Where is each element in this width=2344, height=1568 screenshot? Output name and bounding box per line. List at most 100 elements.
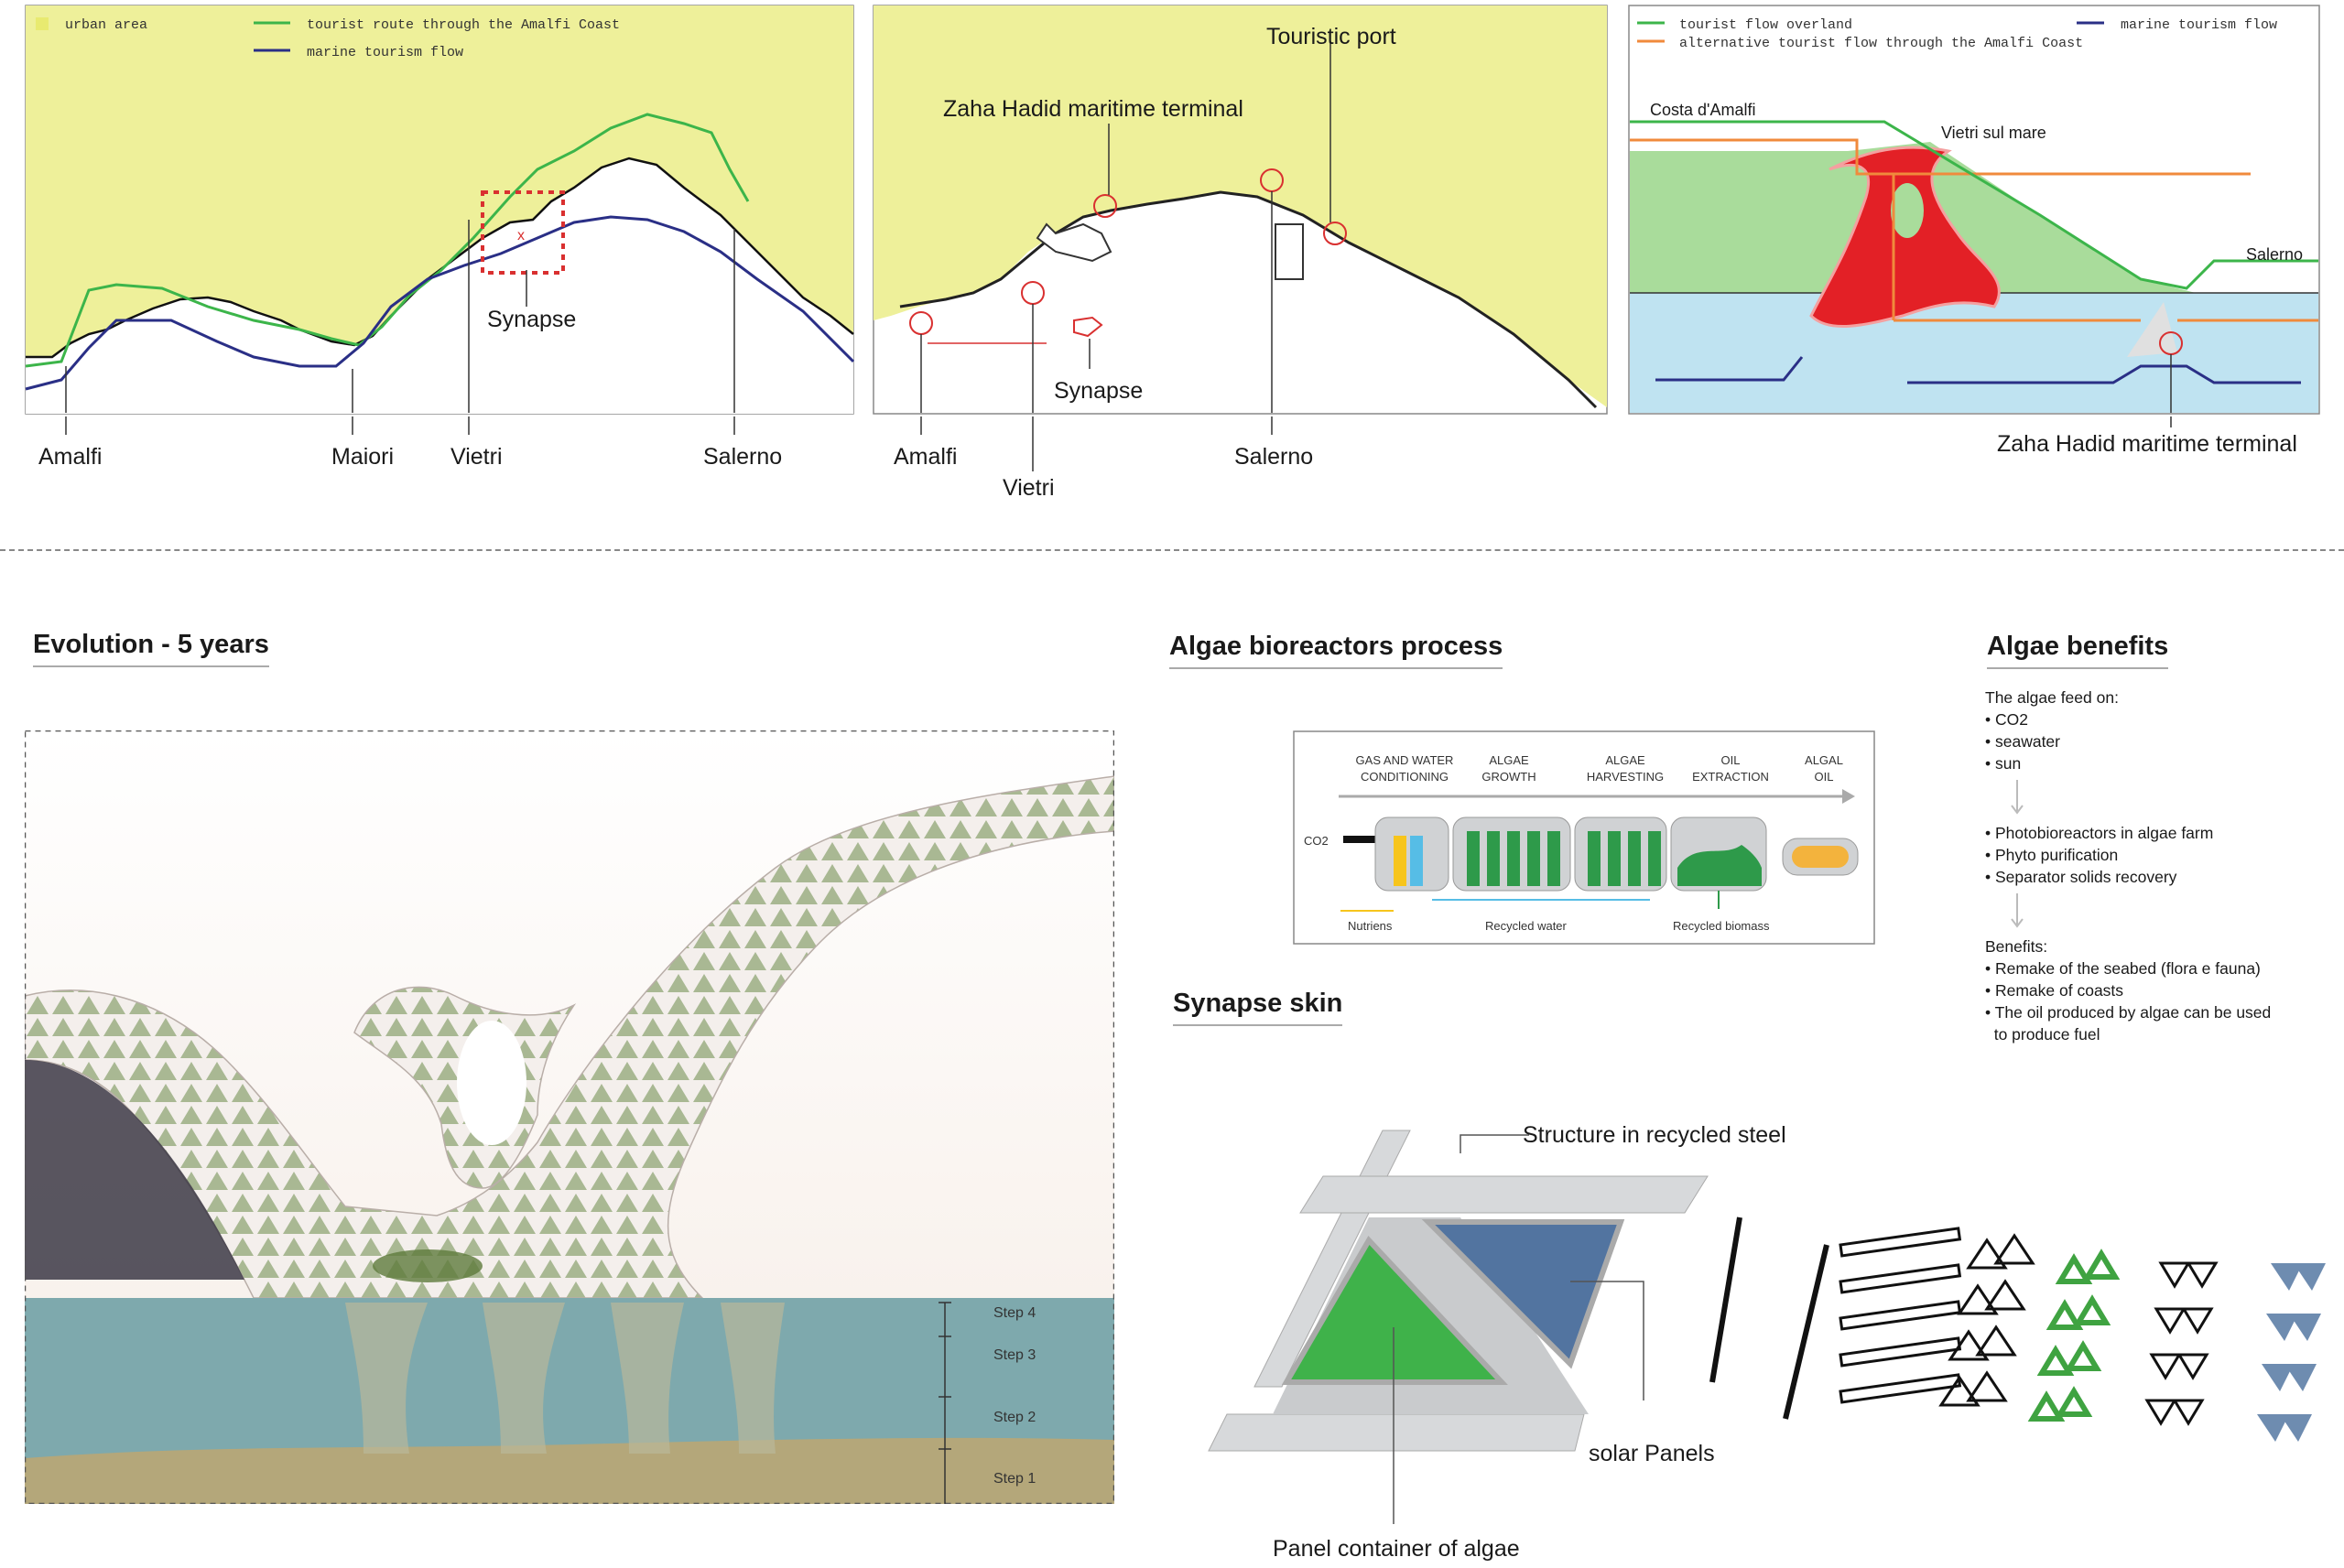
trees	[373, 1249, 483, 1282]
marker-zaha-terminal	[1093, 194, 1117, 218]
map1-synapse-label: Synapse	[487, 307, 576, 332]
sea-area	[1630, 293, 2318, 413]
nutriens-label: Nutriens	[1348, 919, 1393, 933]
exploded-components	[1709, 1217, 2326, 1442]
map2-salerno-label: Salerno	[1234, 444, 1313, 470]
map-coast-routes: x urban area tourist route through the A…	[25, 5, 854, 415]
legend-overland-label: tourist flow overland	[1679, 17, 1852, 33]
legend-alternative-label: alternative tourist flow through the Ama…	[1679, 36, 2083, 51]
marine-flow-right	[1907, 364, 2301, 384]
stage2-line1: ALGAE	[1489, 753, 1529, 767]
evolution-title: Evolution - 5 years	[33, 630, 269, 667]
map3-salerno-label: Salerno	[2246, 245, 2303, 264]
benefit-item-oil: • The oil produced by algae can be used	[1985, 1003, 2272, 1022]
map2-amalfi-label: Amalfi	[894, 444, 957, 470]
process-item-separator: • Separator solids recovery	[1985, 868, 2177, 886]
map1-salerno-label: Salerno	[703, 444, 782, 470]
stage4-line2: EXTRACTION	[1692, 770, 1769, 784]
stage3-line2: HARVESTING	[1587, 770, 1664, 784]
map2-place-labels: Amalfi Vietri Salerno	[894, 416, 1313, 501]
stage5-line2: OIL	[1815, 770, 1834, 784]
evolution-frame	[25, 730, 1114, 1504]
structure-label: Structure in recycled steel	[1523, 1122, 1786, 1148]
legend-marine3-label: marine tourism flow	[2121, 17, 2277, 33]
benefit-item-fuel: to produce fuel	[1985, 1025, 2100, 1044]
map1-maiori-label: Maiori	[331, 444, 394, 470]
frame-top-bar	[1299, 1175, 1709, 1214]
down-arrow-icon	[2011, 893, 2024, 928]
urban-area-shape	[26, 5, 853, 357]
synapse-site-box	[481, 190, 565, 275]
benefit-item-coasts: • Remake of coasts	[1985, 981, 2124, 1000]
step-4-label: Step 4	[993, 1305, 1036, 1321]
map-port-detail: Touristic port Zaha Hadid maritime termi…	[873, 5, 1608, 415]
algae-benefits-title: Algae benefits	[1987, 632, 2169, 669]
map3-terminal-label: Zaha Hadid maritime terminal	[1997, 416, 2297, 457]
map2-vietri-label: Vietri	[1003, 475, 1055, 501]
evolution-render: Step 4 Step 3 Step 2 Step 1	[25, 730, 1114, 1504]
legend-urban-swatch	[36, 17, 49, 30]
stage4-line1: OIL	[1721, 753, 1741, 767]
algae-benefits-text: The algae feed on: • CO2 • seawater • su…	[1985, 687, 2333, 1045]
stage1-line1: GAS AND WATER	[1356, 753, 1454, 767]
map2-synapse-label: Synapse	[1054, 378, 1143, 404]
marine-flow-left	[1655, 356, 1804, 382]
marker-salerno-port	[1323, 222, 1347, 245]
port-building	[1275, 223, 1304, 280]
recycled-water-label: Recycled water	[1485, 919, 1568, 933]
panel-container-label: Panel container of algae	[1273, 1536, 1520, 1562]
seabed	[25, 1437, 1114, 1504]
frame-bottom-bar	[1208, 1413, 1585, 1452]
synapse-skin-title: Synapse skin	[1173, 989, 1343, 1026]
stage3-line1: ALGAE	[1605, 753, 1645, 767]
map3-zaha-label: Zaha Hadid maritime terminal	[1997, 431, 2297, 457]
vietri-sul-mare-label: Vietri sul mare	[1941, 124, 2046, 142]
alt-flow-line	[1630, 138, 2251, 176]
down-arrow-icon	[2011, 780, 2024, 815]
stage5-line1: ALGAL	[1805, 753, 1843, 767]
algae-process-title: Algae bioreactors process	[1169, 632, 1503, 669]
stage1-line2: CONDITIONING	[1361, 770, 1449, 784]
marine-tourism-route	[25, 215, 854, 391]
overland-flow-line	[1630, 120, 2318, 290]
section-divider	[0, 549, 2344, 551]
step-2-label: Step 2	[993, 1410, 1036, 1425]
touristic-port-label: Touristic port	[1266, 24, 1396, 49]
synapse-void	[1891, 183, 1924, 238]
process-item-phyto: • Phyto purification	[1985, 846, 2119, 864]
stage2-line2: GROWTH	[1481, 770, 1536, 784]
map2-zaha-label: Zaha Hadid maritime terminal	[943, 96, 1243, 122]
co2-pipe	[1343, 836, 1384, 843]
map1-vietri-label: Vietri	[450, 444, 503, 470]
site-x-mark: x	[517, 228, 525, 243]
algae-columns	[1467, 831, 1661, 886]
step-3-label: Step 3	[993, 1347, 1036, 1363]
legend-urban-label: urban area	[65, 17, 147, 33]
solar-panels-label: solar Panels	[1589, 1441, 1715, 1466]
feed-item-sun: • sun	[1985, 754, 2022, 773]
port-harbor-outline	[1036, 222, 1112, 263]
legend-marine-label: marine tourism flow	[307, 45, 463, 60]
feed-item-seawater: • seawater	[1985, 732, 2060, 751]
green-tourist-route	[25, 113, 750, 368]
feed-item-co2: • CO2	[1985, 710, 2028, 729]
map1-canvas: x urban area tourist route through the A…	[25, 5, 854, 414]
step-1-label: Step 1	[993, 1471, 1036, 1487]
map-flow-diagram: tourist flow overland alternative touris…	[1628, 5, 2320, 415]
costa-amalfi-label: Costa d'Amalfi	[1650, 101, 1755, 119]
legend-green-label: tourist route through the Amalfi Coast	[307, 17, 620, 33]
map1-place-labels: Amalfi Maiori Vietri Salerno	[38, 416, 782, 470]
benefit-item-seabed: • Remake of the seabed (flora e fauna)	[1985, 959, 2261, 978]
co2-label: CO2	[1304, 834, 1329, 848]
bridge-deck	[25, 1060, 244, 1280]
feed-title: The algae feed on:	[1985, 688, 2119, 707]
solar-panel	[1421, 1219, 1625, 1369]
bioreactor-diagram: GAS AND WATER CONDITIONING ALGAE GROWTH …	[1293, 730, 1875, 945]
seawater	[25, 1298, 1114, 1458]
synapse-skin-diagram: Structure in recycled steel solar Panels…	[1208, 1122, 2326, 1562]
benefits-title: Benefits:	[1985, 937, 2048, 956]
map1-amalfi-label: Amalfi	[38, 444, 102, 470]
map2-coastline	[899, 190, 1598, 409]
map2-synapse-shape	[1073, 316, 1103, 338]
underwater-pillars	[345, 1303, 785, 1454]
